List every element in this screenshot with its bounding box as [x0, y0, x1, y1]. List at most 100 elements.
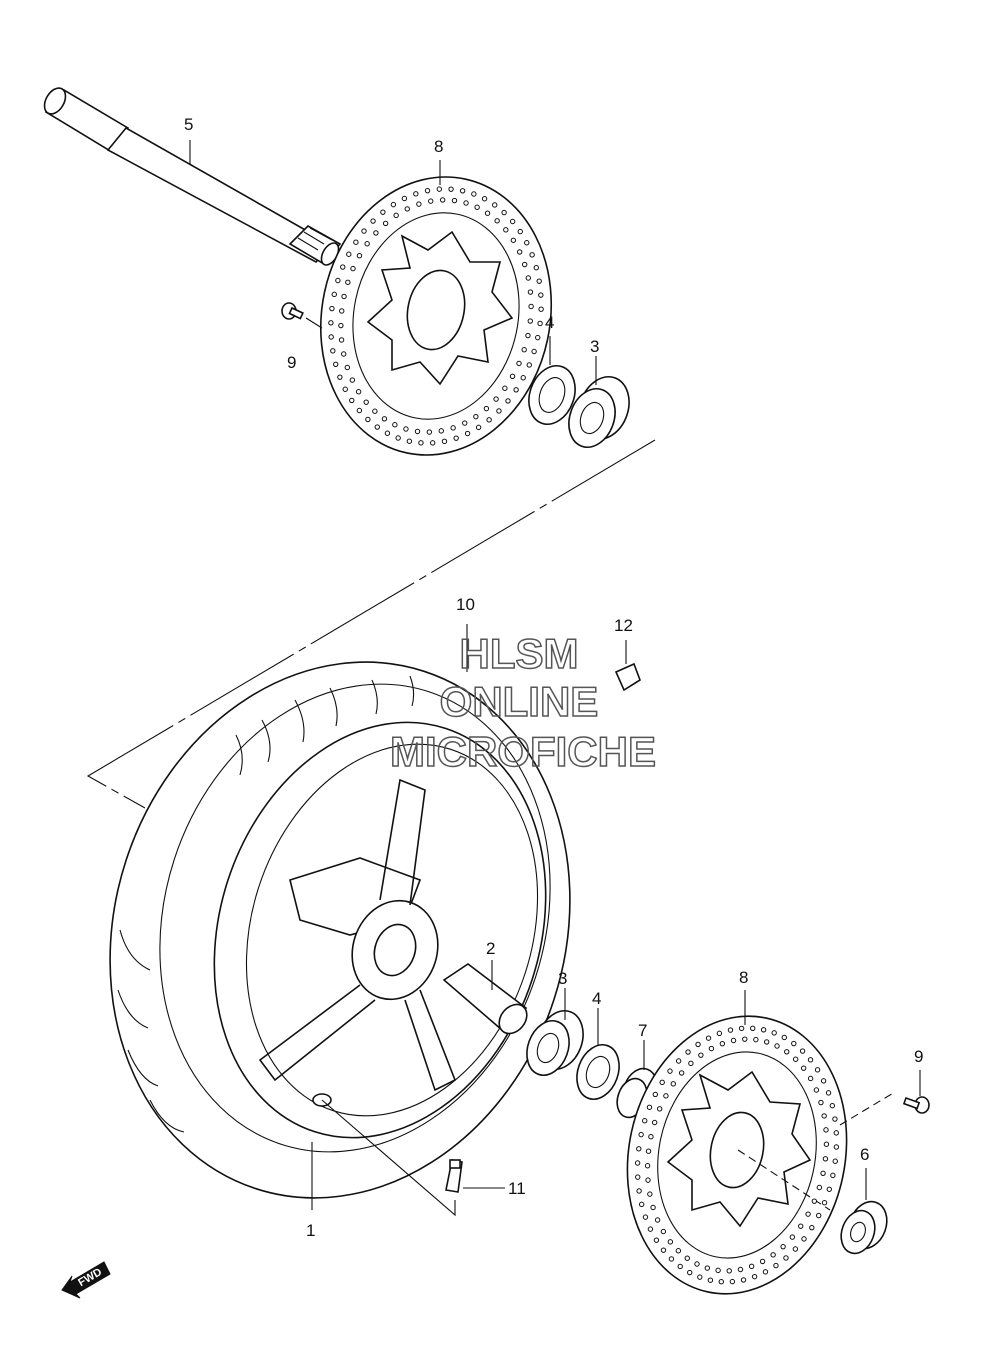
disc-hole [531, 348, 537, 355]
disc-hole [406, 438, 413, 444]
disc-hole [364, 241, 370, 247]
callout-6: 6 [860, 1145, 869, 1164]
disc-hole [521, 347, 527, 353]
disc-hole [750, 1025, 756, 1032]
disc-hole [727, 1027, 734, 1033]
disc-hole [763, 1039, 770, 1045]
disc-hole [448, 186, 454, 192]
disc-hole [510, 237, 517, 243]
disc-hole [513, 387, 519, 393]
disc-hole [492, 202, 498, 208]
disc-hole [791, 1040, 797, 1047]
disc-hole [463, 200, 469, 206]
disc-hole [638, 1201, 645, 1208]
disc-hole [636, 1146, 642, 1152]
disc-hole [392, 422, 398, 428]
disc-hole [815, 1212, 822, 1219]
disc-hole [328, 320, 334, 326]
wheel-tire-part [109, 661, 571, 1217]
callout-2: 2 [486, 939, 495, 958]
disc-hole [335, 277, 341, 284]
disc-hole [737, 1266, 744, 1273]
disc-hole [339, 308, 345, 314]
disc-hole [809, 1224, 815, 1231]
disc-hole [346, 251, 352, 257]
disc-hole [726, 1268, 732, 1274]
disc-hole [821, 1200, 828, 1206]
disc-hole [372, 408, 378, 414]
callout-10: 10 [456, 595, 475, 614]
watermark-line-3: MICROFICHE [390, 728, 656, 775]
callout-8-lower: 8 [739, 968, 748, 987]
seal-upper [528, 365, 576, 425]
disc-hole [647, 1226, 654, 1232]
disc-hole [333, 361, 339, 368]
callout-labels: 5 8 9 4 3 10 12 2 3 4 7 8 9 6 11 1 [184, 115, 923, 1240]
disc-hole [783, 1255, 789, 1261]
disc-hole [634, 1160, 641, 1166]
callout-5: 5 [184, 115, 193, 134]
disc-hole [644, 1163, 651, 1169]
disc-hole [825, 1090, 832, 1096]
disc-hole [704, 1265, 711, 1271]
disc-hole [652, 1091, 659, 1098]
valve-part [445, 1159, 505, 1193]
disc-hole [474, 204, 480, 210]
disc-hole [638, 1131, 644, 1138]
disc-bolt-lower [902, 1070, 930, 1114]
disc-hole [503, 227, 509, 233]
disc-hole [770, 1252, 776, 1258]
disc-hole [781, 1034, 787, 1041]
disc-hole [374, 424, 380, 430]
callout-7: 7 [638, 1021, 647, 1040]
axle-part [43, 87, 342, 266]
disc-hole [538, 292, 544, 298]
disc-hole [329, 305, 335, 312]
disc-hole [642, 1118, 648, 1124]
disc-hole [660, 1247, 667, 1253]
watermark-line-1: HLSM [460, 630, 579, 677]
disc-hole [656, 1106, 663, 1112]
disc-hole [459, 188, 466, 194]
disc-hole [651, 1119, 658, 1126]
disc-hole [528, 303, 534, 310]
disc-hole [436, 186, 443, 192]
disc-hole [524, 240, 530, 246]
disc-hole [684, 1255, 690, 1261]
disc-hole [330, 348, 336, 354]
disc-hole [493, 396, 499, 402]
disc-hole [823, 1141, 830, 1147]
disc-hole [774, 1043, 780, 1049]
disc-hole [800, 1065, 807, 1071]
disc-hole [820, 1078, 827, 1084]
disc-hole [688, 1060, 694, 1067]
disc-hole [331, 291, 337, 298]
disc-hole [789, 1234, 796, 1240]
disc-hole [340, 264, 346, 270]
disc-hole [826, 1186, 832, 1192]
disc-hole [475, 424, 482, 431]
disc-hole [748, 1263, 755, 1270]
disc-hole [636, 1188, 642, 1194]
spacer-part [442, 960, 528, 1035]
disc-hole [370, 218, 376, 224]
axle-nut-part [840, 1168, 888, 1255]
disc-hole [350, 265, 356, 272]
disc-hole [677, 1263, 683, 1270]
disc-hole [521, 261, 528, 268]
disc-hole [792, 1246, 799, 1252]
disc-hole [760, 1027, 767, 1033]
disc-hole [471, 191, 477, 197]
disc-hole [663, 1093, 669, 1099]
disc-hole [483, 405, 490, 412]
disc-hole [811, 1198, 818, 1204]
disc-hole [647, 1191, 653, 1197]
disc-hole [414, 428, 421, 435]
disc-hole [718, 1278, 724, 1285]
callout-1: 1 [306, 1221, 315, 1240]
disc-hole [418, 440, 424, 446]
disc-hole [668, 1256, 675, 1262]
disc-hole [660, 1228, 667, 1235]
disc-hole [740, 1277, 747, 1283]
watermark: HLSM ONLINE MICROFICHE [389, 629, 657, 776]
